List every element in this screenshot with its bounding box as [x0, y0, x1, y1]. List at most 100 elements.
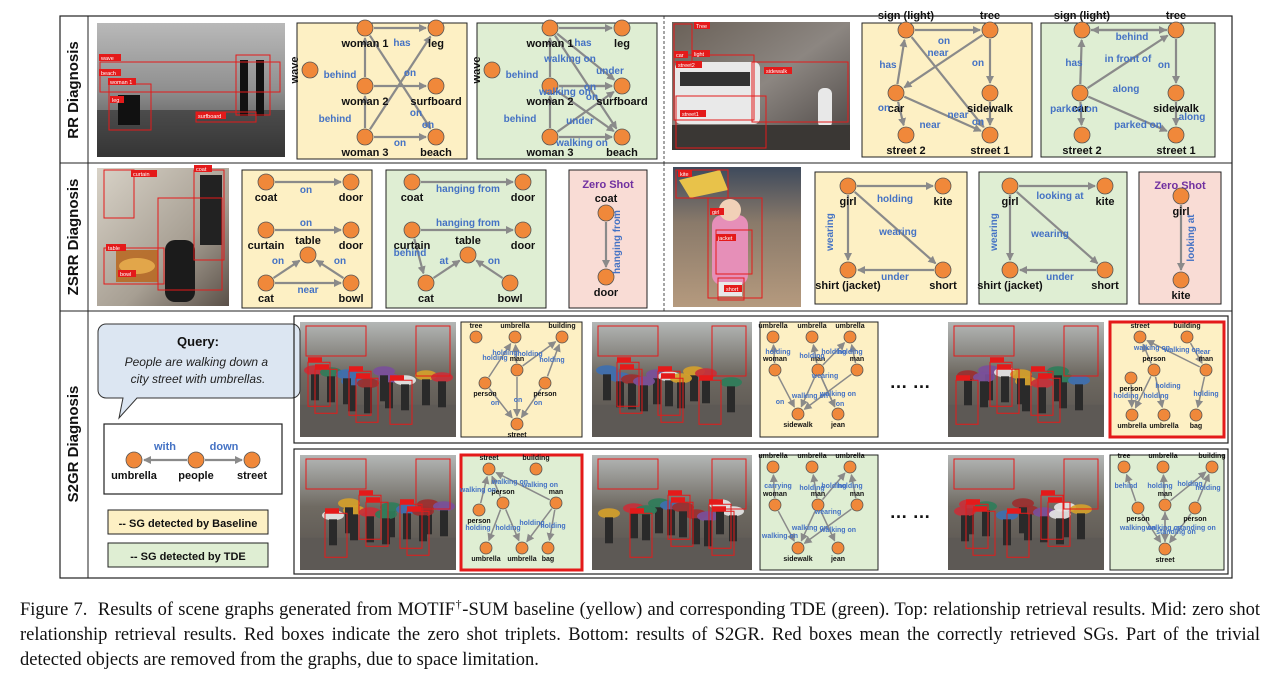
edge-label: parked on [1114, 120, 1162, 131]
edge-label: hanging from [436, 184, 500, 195]
node-label: umbrella [111, 470, 158, 482]
graph-edge [520, 388, 542, 419]
node-label: man [1199, 356, 1213, 363]
node-label: coat [401, 192, 424, 204]
edge-label: holding [1195, 485, 1220, 492]
node-label: curtain [394, 240, 431, 252]
legend-tde: -- SG detected by TDE [130, 551, 246, 563]
graph-node [843, 460, 857, 474]
edge-label: on [586, 92, 598, 103]
graph-edge [368, 34, 432, 130]
graph-node [427, 19, 445, 37]
label-curtain: curtain [133, 172, 150, 178]
graph-edge [777, 375, 795, 408]
node-label: door [339, 192, 364, 204]
graph-node [356, 128, 374, 146]
node-label: bowl [338, 293, 363, 305]
edge-label: holding [1177, 481, 1202, 488]
label-leg: leg [112, 98, 119, 104]
graph-panel-z5 [978, 171, 1128, 305]
graph-node [1167, 126, 1185, 144]
node-label: shirt (jacket) [815, 280, 881, 292]
graph-edge [1086, 34, 1169, 89]
city-photo [592, 322, 752, 437]
graph-edge [491, 475, 502, 497]
graph-node [514, 221, 532, 239]
node-label: woman 1 [525, 38, 573, 50]
graph-node [1071, 84, 1089, 102]
node-label: street [237, 470, 267, 482]
graph-node [555, 330, 569, 344]
node-label: tree [1118, 453, 1131, 460]
graph-node [897, 126, 915, 144]
photo-room: coat curtain table bowl [97, 165, 229, 306]
graph-node [791, 541, 805, 555]
edge-label: holding [837, 349, 862, 356]
label-jacket: jacket [717, 236, 733, 242]
graph-edge [488, 388, 513, 419]
graph-node [1096, 261, 1114, 279]
graph-node [125, 451, 143, 469]
edge-label: walking on [761, 533, 798, 540]
node-label: cat [418, 293, 434, 305]
node-label: short [1091, 280, 1119, 292]
edge-label: on [836, 401, 845, 408]
node-label: umbrella [1117, 423, 1146, 430]
graph-node [342, 274, 360, 292]
node-label: sidewalk [783, 556, 812, 563]
node-label: kite [1172, 290, 1191, 302]
edge-label: behind [394, 248, 427, 259]
graph-node [768, 498, 782, 512]
graph-node [831, 407, 845, 421]
graph-edge [1146, 339, 1201, 368]
node-label: umbrella [1149, 423, 1178, 430]
graph-panel-g3 [861, 22, 1033, 158]
node-label: person [1126, 516, 1149, 523]
node-label: street [1130, 323, 1150, 330]
figure: RR Diagnosis ZSRR Diagnosis S2GR Diagnos… [59, 10, 1233, 579]
graph-node [1096, 177, 1114, 195]
graph-node [501, 274, 519, 292]
query-title: Query: [177, 334, 219, 349]
edge-label: on [394, 138, 406, 149]
node-label: person [1183, 516, 1206, 523]
edge-label: on [410, 108, 422, 119]
graph-node [613, 128, 631, 146]
graph-edge [820, 511, 836, 542]
node-label: cat [258, 293, 274, 305]
graph-node [538, 376, 552, 390]
graph-node [1001, 177, 1019, 195]
edge-label: on [272, 256, 284, 267]
query-text: People are walking down a city street wi… [125, 355, 272, 386]
edge-label: walking on [1133, 345, 1170, 352]
edge-label: holding [492, 350, 517, 357]
graph-node [597, 268, 615, 286]
edge-label: walking on [791, 525, 828, 532]
graph-node [981, 126, 999, 144]
node-label: beach [606, 147, 638, 159]
graph-node [403, 221, 421, 239]
label-car: car [676, 53, 684, 59]
node-label: woman 3 [525, 147, 573, 159]
edge-label: on [491, 400, 500, 407]
graph-node [459, 246, 477, 264]
graph-node [981, 21, 999, 39]
node-label: jean [830, 556, 845, 563]
graph-node [850, 363, 864, 377]
edge-label: holding [765, 349, 790, 356]
graph-node [510, 417, 524, 431]
edge-label: holding [1147, 483, 1172, 490]
edge-label: hanging from [612, 210, 623, 274]
graph-node [1131, 501, 1145, 515]
edge-label: walking on [543, 54, 596, 65]
edge-label: wearing [989, 213, 1000, 252]
graph-edge [556, 32, 615, 81]
graph-node [257, 221, 275, 239]
edge-label: holding [1155, 383, 1180, 390]
